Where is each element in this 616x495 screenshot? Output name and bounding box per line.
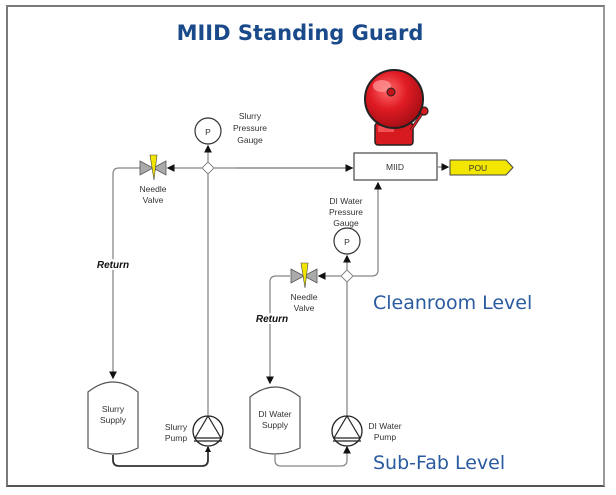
pipes [109,144,382,467]
di-water-supply-tank: DI Water Supply [249,386,301,455]
svg-text:P: P [205,127,211,137]
svg-text:P: P [344,237,350,247]
di-suction-pipe [274,445,351,467]
pou-output: POU [449,159,514,176]
di-to-miid-pipe [347,181,382,277]
subfab-level-label: Sub-Fab Level [373,452,505,474]
svg-text:Valve: Valve [143,195,164,205]
valve-handle-icon [300,262,309,289]
svg-text:Slurry: Slurry [102,404,125,414]
svg-text:Pump: Pump [374,432,396,442]
cleanroom-level-label: Cleanroom Level [373,292,532,314]
svg-text:Needle: Needle [291,292,318,302]
svg-text:POU: POU [469,163,487,173]
svg-text:DI Water: DI Water [258,409,291,419]
di-needle-valve: Needle Valve [291,262,318,313]
slurry-supply-tank: Slurry Supply [87,381,139,455]
slurry-return-label: Return [97,260,129,271]
svg-text:DI Water: DI Water [368,421,401,431]
di-return-pipe [266,275,290,385]
svg-text:Slurry: Slurry [165,422,188,432]
svg-text:Gauge: Gauge [237,135,263,145]
svg-text:Needle: Needle [140,184,167,194]
svg-text:MIID: MIID [386,162,404,172]
svg-text:Supply: Supply [100,415,127,425]
slurry-needle-valve: Needle Valve [140,154,167,205]
valve-handle-icon [149,154,158,181]
slurry-pump: Slurry Pump [165,414,224,447]
di-pressure-gauge: P DI Water Pressure Gauge [329,196,363,255]
svg-text:Pressure: Pressure [233,123,267,133]
svg-text:Pressure: Pressure [329,207,363,217]
slurry-pressure-gauge: P Slurry Pressure Gauge [194,111,267,145]
slurry-junction [201,161,215,175]
svg-text:Gauge: Gauge [333,218,359,228]
diagram-frame [6,5,605,487]
slurry-suction-pipe [112,447,209,467]
svg-text:Supply: Supply [262,420,289,430]
svg-text:Pump: Pump [165,433,187,443]
svg-text:DI Water: DI Water [329,196,362,206]
miid-unit: MIID [353,152,438,181]
di-return-label: Return [256,314,288,325]
di-junction [340,269,354,283]
di-water-pump: DI Water Pump [331,414,402,447]
alarm-bell-icon [364,69,429,146]
slurry-return-pipe [109,167,140,380]
svg-text:Slurry: Slurry [239,111,262,121]
diagram-title: MIID Standing Guard [177,21,424,45]
svg-text:Valve: Valve [294,303,315,313]
